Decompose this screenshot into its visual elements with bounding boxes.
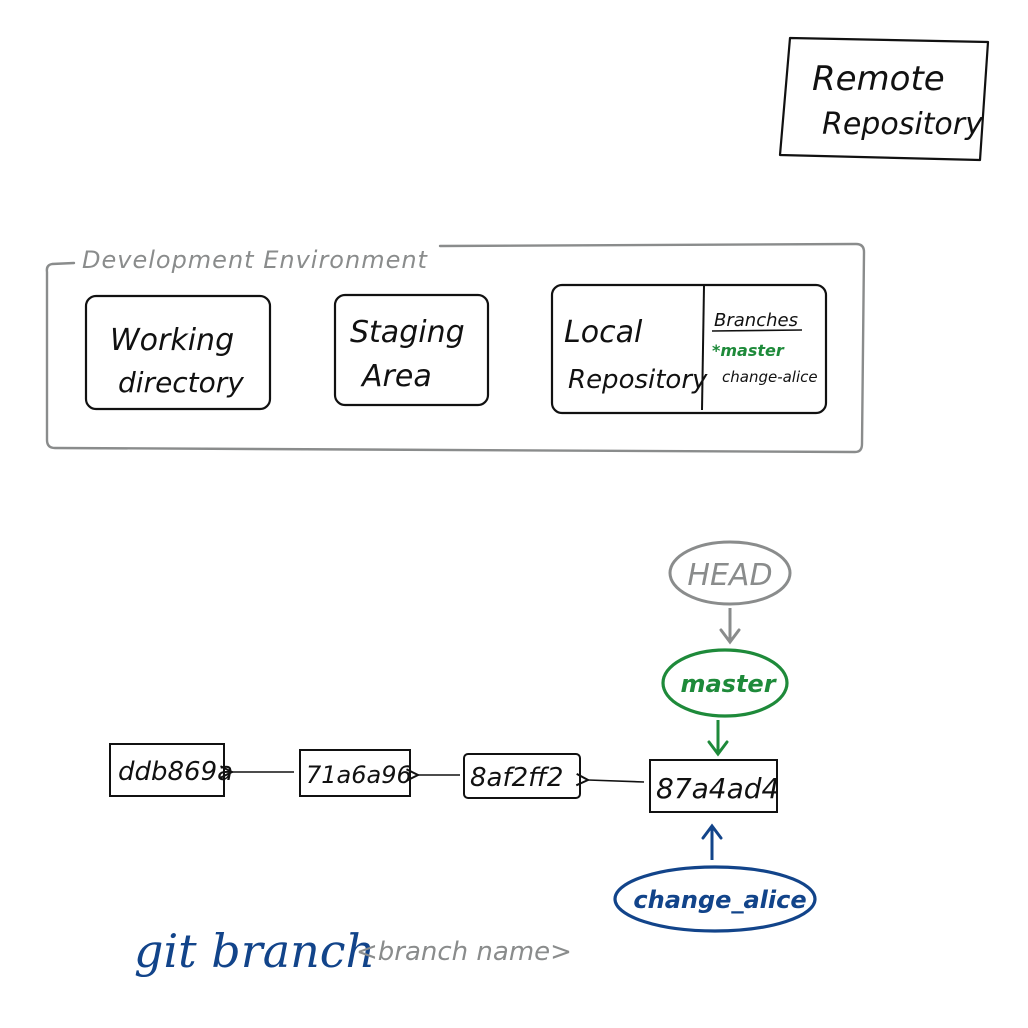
branch-list-item-change-alice: change-alice (722, 368, 818, 386)
commit-node: 71a6a96 (299, 749, 412, 797)
dev-environment-label: Development Environment (82, 246, 429, 274)
remote-repository-box: Remote Repository (778, 36, 990, 162)
commit-hash: 87a4ad4 (656, 772, 779, 805)
staging-area-box: Staging Area (333, 293, 490, 407)
commit-node: 87a4ad4 (649, 759, 779, 813)
remote-repository-label-line2: Repository (822, 107, 984, 142)
working-directory-box: Working directory (84, 294, 272, 411)
parent-arrow (588, 780, 645, 782)
git-command-argument: <branch name> (356, 937, 572, 967)
local-repository-label-line1: Local (564, 315, 643, 350)
staging-area-label-line1: Staging (350, 315, 465, 350)
commit-node: 8af2ff2 (463, 753, 581, 799)
commit-node: ddb869a (109, 743, 233, 797)
dev-environment-frame: Development Environment (45, 242, 866, 454)
commit-hash: 71a6a96 (306, 761, 412, 789)
change-alice-branch-ref: change_alice (613, 865, 817, 933)
branch-list-item-master: *master (712, 341, 785, 360)
change-alice-arrow (701, 823, 723, 860)
head-label: HEAD (687, 558, 772, 593)
git-command: git branch (134, 924, 375, 978)
head-ref: HEAD (668, 540, 792, 606)
working-directory-label-line1: Working (110, 323, 234, 358)
head-arrow (719, 608, 741, 645)
master-label: master (680, 670, 777, 698)
master-arrow (707, 720, 729, 757)
local-repository-label-line2: Repository (568, 365, 708, 395)
remote-repository-label-line1: Remote (812, 59, 945, 99)
master-branch-ref: master (661, 648, 789, 718)
change-alice-label: change_alice (633, 886, 806, 914)
commit-hash: 8af2ff2 (470, 763, 563, 793)
branches-header: Branches (714, 310, 798, 331)
staging-area-label-line2: Area (360, 359, 432, 394)
local-repository-box: Local Repository Branches *master change… (550, 283, 828, 415)
working-directory-label-line2: directory (118, 366, 244, 399)
commit-hash: ddb869a (118, 757, 233, 787)
